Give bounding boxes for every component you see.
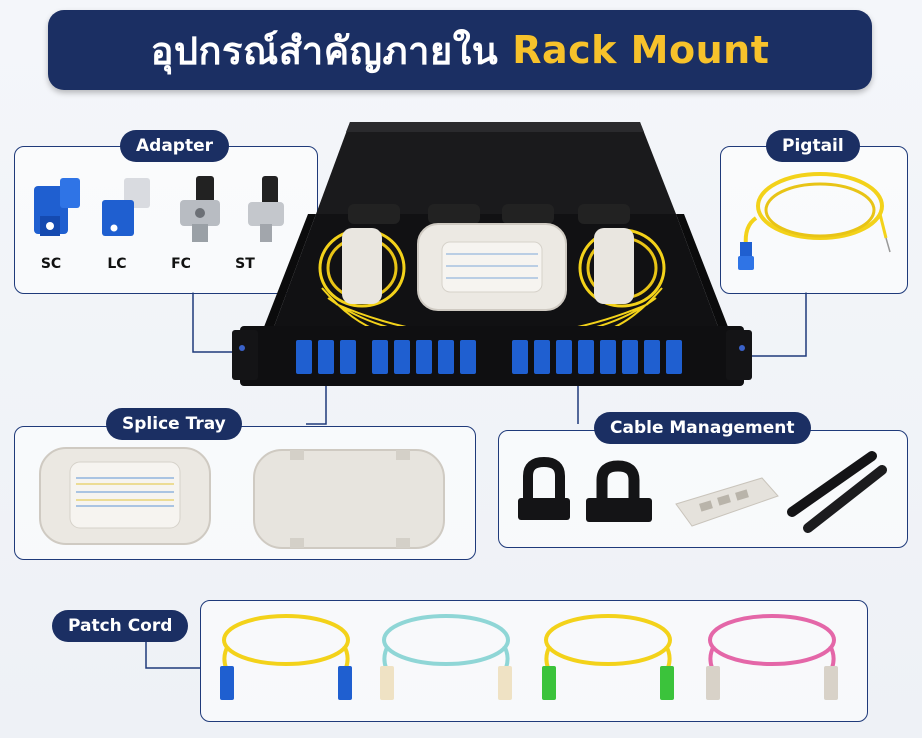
adapter-caption-sc: SC: [40, 256, 62, 272]
pigtail-icon: [738, 172, 891, 270]
pigtail-label: Pigtail: [766, 130, 860, 162]
velcro-tie-icon: [787, 451, 887, 533]
cable-clip-icon: [518, 456, 570, 520]
rack-mount-illustration: [232, 122, 752, 386]
connector-patch: [145, 640, 200, 669]
connector-splice: [306, 380, 327, 425]
connector-adapter: [192, 292, 248, 353]
cable-guide-icon: [675, 477, 779, 527]
page-title: อุปกรณ์สำคัญภายใน Rack Mount: [48, 10, 872, 90]
title-thai: อุปกรณ์สำคัญภายใน: [150, 28, 499, 73]
front-adapters-left: [296, 340, 476, 374]
splice-tray-open-icon: [39, 447, 211, 545]
splice-tray-closed-icon: [253, 449, 445, 549]
adapter-caption-lc: LC: [107, 256, 127, 272]
cable-management-panel: [498, 430, 908, 548]
patch-cord-label: Patch Cord: [52, 610, 189, 642]
splice-tray-label: Splice Tray: [106, 408, 242, 440]
adapter-label: Adapter: [120, 130, 230, 162]
patch-cord-aqua-icon: [380, 614, 512, 700]
adapter-icons: [34, 176, 284, 242]
fc-adapter-icon: [180, 176, 220, 242]
patch-cord-sc-icon: [220, 614, 352, 700]
cable-management-label: Cable Management: [594, 412, 811, 444]
front-adapters-right: [512, 340, 682, 374]
connector-pigtail: [742, 292, 807, 357]
title-accent: Rack Mount: [512, 28, 770, 72]
patch-cord-pink-icon: [706, 614, 838, 700]
lc-adapter-icon: [102, 178, 150, 236]
sc-adapter-icon: [34, 178, 80, 236]
st-adapter-icon: [248, 176, 284, 242]
adapter-caption-st: ST: [235, 256, 255, 272]
cable-saddle-icon: [586, 460, 652, 522]
patch-cord-apc-icon: [542, 614, 674, 700]
adapter-caption-fc: FC: [171, 256, 191, 272]
